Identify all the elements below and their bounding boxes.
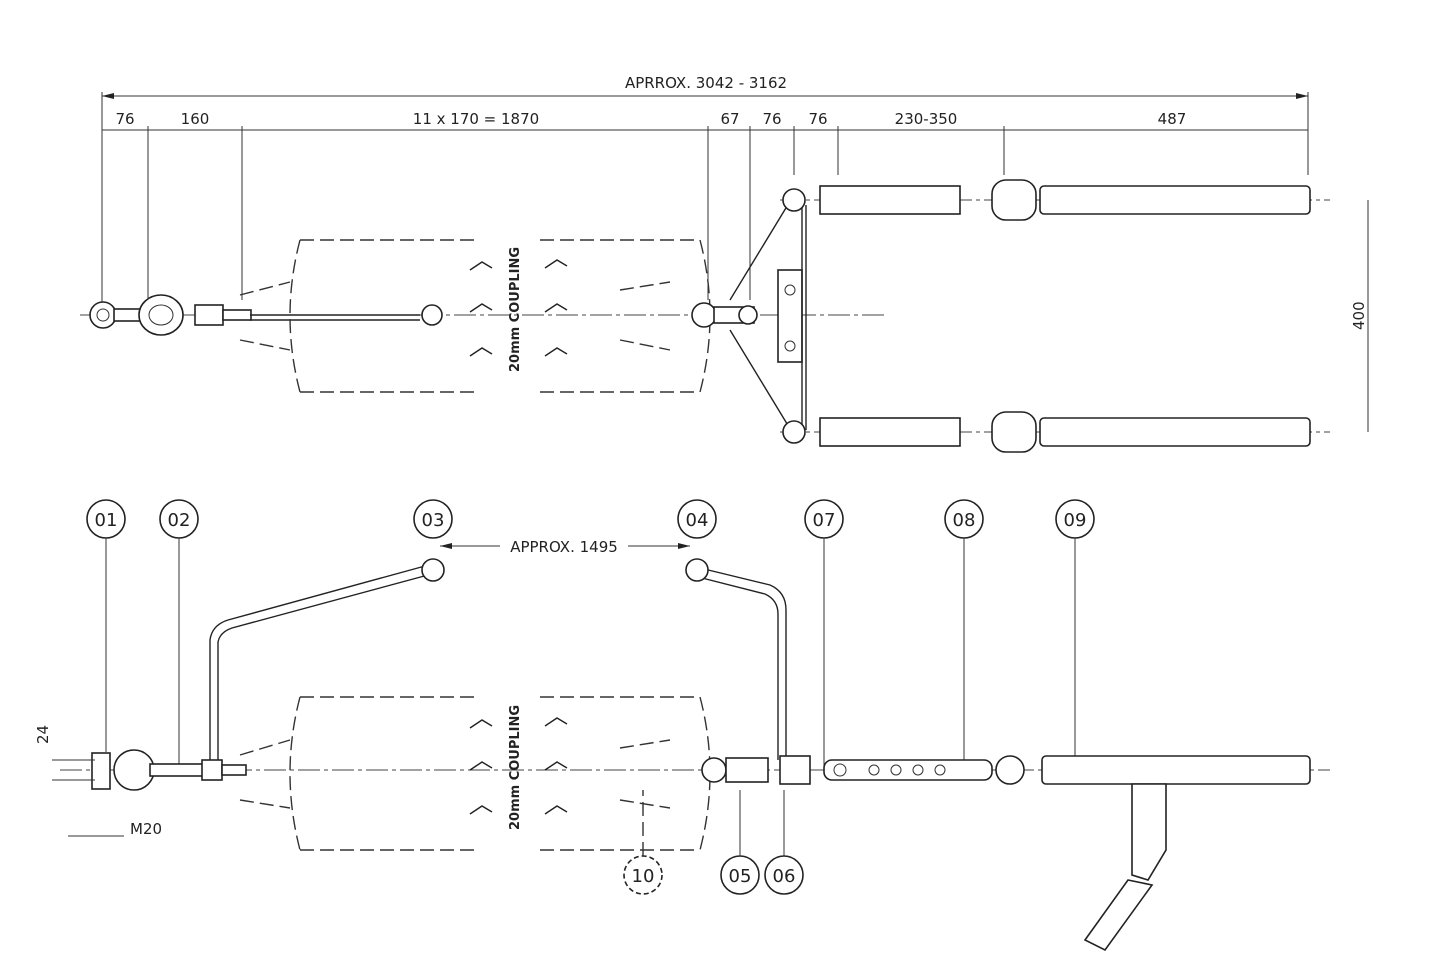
callout-01: 01 [86, 499, 126, 752]
dim-arrow [678, 543, 690, 549]
spacing-dim-text: 400 [1350, 301, 1368, 330]
upper-pivot [782, 188, 806, 212]
dim-arrow [1296, 93, 1308, 99]
adjuster-hole [934, 764, 946, 776]
socket-clevis [201, 759, 223, 781]
svg-text:01: 01 [95, 510, 118, 531]
socket-eye [691, 302, 717, 328]
dim-76b: 76 [762, 110, 781, 128]
right-arm-ball [685, 558, 709, 582]
callout-06: 06 [764, 790, 804, 895]
clevis-eye [995, 755, 1025, 785]
bolt-hole [784, 340, 796, 352]
callout-07: 07 [804, 499, 844, 770]
insulator-outline [289, 696, 480, 851]
cap-outline [619, 739, 671, 809]
insulator-outline [289, 239, 480, 393]
svg-text:08: 08 [953, 510, 976, 531]
yoke-link [725, 757, 769, 783]
svg-text:10: 10 [632, 866, 655, 887]
svg-text:02: 02 [168, 510, 191, 531]
adjuster-link [823, 759, 993, 781]
yoke-plate [777, 269, 803, 363]
overall-dim-text: APRROX. 3042 - 3162 [625, 74, 787, 92]
adjuster-hole [890, 764, 902, 776]
eye-hole [96, 308, 110, 322]
insulator-outline [540, 239, 711, 393]
triangle-yoke [729, 197, 807, 433]
yoke-clevis [779, 755, 811, 785]
break-marks [469, 259, 568, 357]
dim-arrow [440, 543, 452, 549]
dim-1870: 11 x 170 = 1870 [413, 110, 539, 128]
upper-rod [1039, 185, 1311, 215]
grading-ball [421, 304, 443, 326]
dim-160: 160 [181, 110, 210, 128]
socket-clevis [194, 304, 224, 326]
dim-76: 76 [115, 110, 134, 128]
upper-clevis [991, 179, 1037, 221]
lower-pivot [782, 420, 806, 444]
svg-text:07: 07 [813, 510, 836, 531]
eye-link [89, 301, 117, 329]
left-arm-ball [421, 558, 445, 582]
shackle-inner [148, 304, 174, 326]
dim-text-bg [500, 536, 628, 556]
dim-arrow [102, 93, 114, 99]
svg-text:04: 04 [686, 510, 709, 531]
cap-outline [619, 281, 671, 351]
adjuster-hole [912, 764, 924, 776]
callout-03: 03 [413, 499, 453, 539]
right-grading-arm [699, 567, 787, 760]
coupling-label: 20mm COUPLING [508, 247, 523, 372]
socket-eye [701, 757, 727, 783]
lower-turnbuckle [819, 417, 961, 447]
dim-76c: 76 [808, 110, 827, 128]
adjuster-hole [833, 763, 847, 777]
cap-outline [239, 281, 291, 351]
callout-04: 04 [677, 499, 717, 539]
callout-05: 05 [720, 790, 760, 895]
bracket-arm [1083, 879, 1154, 952]
bolt-clevis [91, 752, 111, 790]
adjuster-hole [868, 764, 880, 776]
height-dim-text: 24 [34, 725, 52, 744]
callout-08: 08 [944, 499, 984, 770]
arm-spacing-dim-text: APPROX. 1495 [510, 538, 618, 556]
yoke-pin [738, 305, 758, 325]
break-marks [469, 717, 568, 815]
shackle-eye [113, 749, 155, 791]
coupling-label: 20mm COUPLING [508, 705, 523, 830]
side-view: 01 02 03 04 07 08 09 [34, 499, 1330, 952]
end-rod [1041, 755, 1311, 785]
left-grading-arm [209, 565, 429, 760]
socket-pin [221, 764, 247, 776]
callout-02: 02 [159, 499, 199, 770]
svg-text:09: 09 [1064, 510, 1087, 531]
svg-text:05: 05 [729, 866, 752, 887]
lower-clevis [991, 411, 1037, 453]
svg-text:03: 03 [422, 510, 445, 531]
socket-pin [222, 309, 252, 321]
dim-67: 67 [720, 110, 739, 128]
bolt-hole [784, 284, 796, 296]
dim-487: 487 [1158, 110, 1187, 128]
upper-turnbuckle [819, 185, 961, 215]
dim-230-350: 230-350 [895, 110, 958, 128]
callout-09: 09 [1055, 499, 1095, 770]
shackle-ring [138, 294, 184, 336]
lower-rod [1039, 417, 1311, 447]
insulator-outline [540, 696, 711, 851]
link-bar [149, 763, 209, 777]
thread-dim-text: M20 [130, 820, 162, 838]
top-view: APRROX. 3042 - 3162 76 160 11 x 170 = 18… [80, 74, 1369, 453]
bracket-plate [1131, 783, 1167, 881]
callout-10: 10 [623, 790, 663, 895]
cap-outline [239, 739, 291, 809]
svg-text:06: 06 [773, 866, 796, 887]
